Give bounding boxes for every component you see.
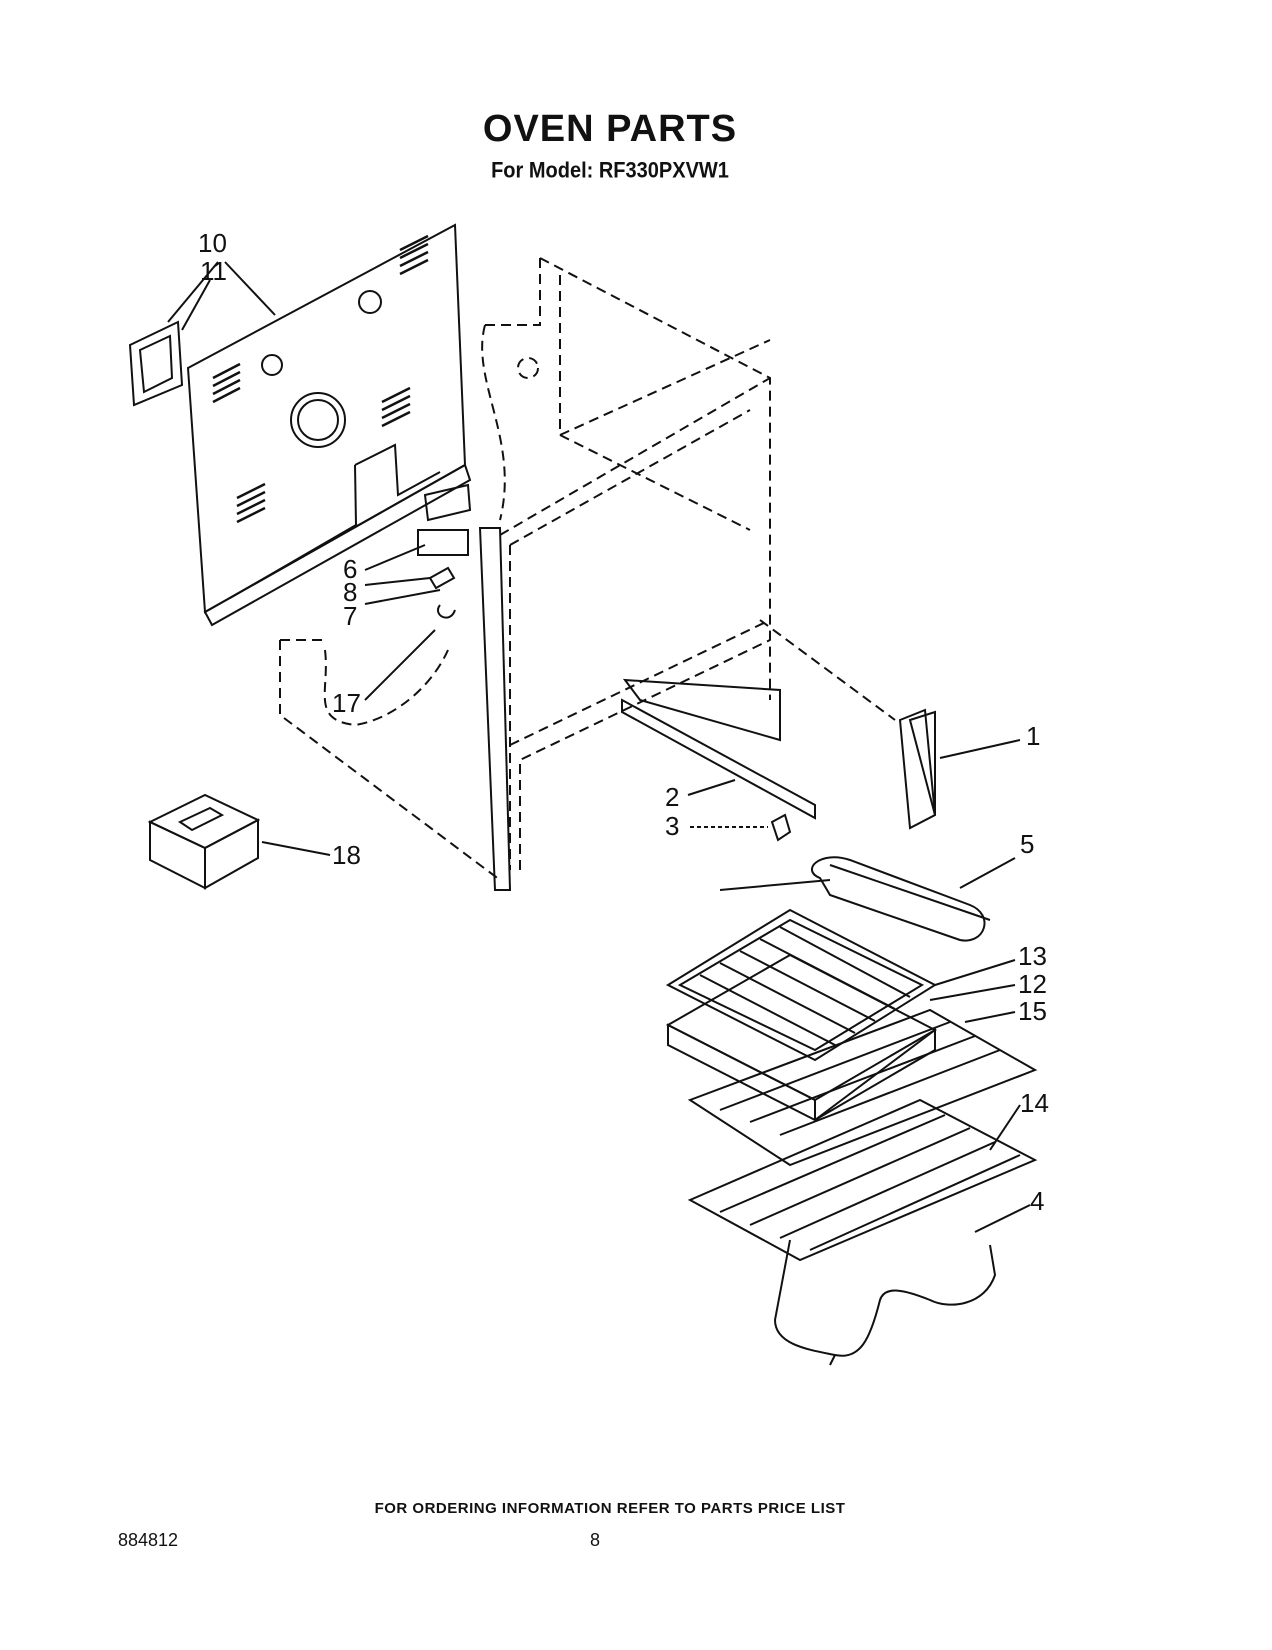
rear-panel-part bbox=[186, 223, 472, 627]
element-cover-part bbox=[898, 708, 937, 830]
leader-14 bbox=[989, 1104, 1021, 1151]
leader-2 bbox=[687, 779, 736, 796]
callout-1: 1 bbox=[1026, 721, 1040, 751]
callout-4: 4 bbox=[1030, 1186, 1044, 1216]
support-rail-part bbox=[621, 678, 816, 820]
bake-element-part bbox=[773, 1239, 997, 1366]
leader-6-8-7-17 bbox=[364, 544, 441, 701]
callout-2: 2 bbox=[665, 782, 679, 812]
document-number: 884812 bbox=[118, 1530, 179, 1550]
callout-7: 7 bbox=[343, 601, 357, 631]
callout-17: 17 bbox=[332, 688, 361, 718]
clip-part bbox=[770, 813, 792, 842]
leader-4 bbox=[974, 1204, 1031, 1233]
callout-5: 5 bbox=[1020, 829, 1034, 859]
model-subtitle: For Model: RF330PXVW1 bbox=[491, 158, 729, 184]
callout-10: 10 bbox=[198, 228, 227, 258]
page-title: OVEN PARTS bbox=[482, 108, 738, 150]
broiler-pan-grid-part bbox=[665, 908, 938, 1062]
callout-6: 6 bbox=[343, 554, 357, 584]
oven-rack-upper-part bbox=[687, 1008, 1038, 1167]
ordering-info-note: FOR ORDERING INFORMATION REFER TO PARTS … bbox=[374, 1500, 846, 1517]
callout-18: 18 bbox=[332, 840, 361, 870]
leader-1 bbox=[939, 739, 1021, 759]
leader-18 bbox=[261, 841, 331, 856]
callout-14: 14 bbox=[1020, 1088, 1049, 1118]
callout-3: 3 bbox=[665, 811, 679, 841]
page-number: 8 bbox=[590, 1530, 601, 1550]
broil-element-part bbox=[719, 856, 991, 942]
gasket-part bbox=[128, 320, 184, 407]
leader-10-11 bbox=[167, 261, 276, 331]
oven-cabinet-outline bbox=[279, 257, 896, 881]
callout-8: 8 bbox=[343, 577, 357, 607]
bracket-part bbox=[417, 529, 469, 619]
callout-13: 13 bbox=[1018, 941, 1047, 971]
side-panel-part bbox=[478, 527, 512, 891]
leader-13-12 bbox=[929, 959, 1016, 1001]
callout-12: 12 bbox=[1018, 969, 1047, 999]
callout-15: 15 bbox=[1018, 996, 1047, 1026]
leader-15 bbox=[964, 1011, 1016, 1023]
oven-rack-lower-part bbox=[687, 1098, 1038, 1262]
leader-5 bbox=[959, 857, 1016, 889]
bake-box-part bbox=[147, 793, 261, 890]
callout-11: 11 bbox=[200, 256, 227, 286]
